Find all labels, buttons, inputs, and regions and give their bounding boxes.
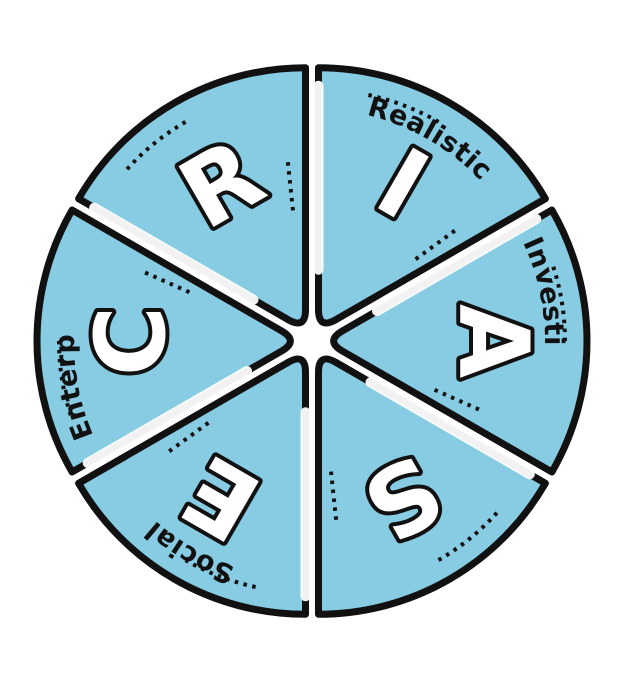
segment-shape <box>33 206 294 476</box>
segment-highlight <box>82 366 252 468</box>
segment-social: S <box>315 355 549 618</box>
segment-dots <box>367 93 440 124</box>
segment-realistic: R <box>75 64 309 327</box>
segment-shape <box>315 355 549 618</box>
segment-letter: A <box>437 304 549 378</box>
segment-dots <box>125 120 187 171</box>
segment-shape <box>330 206 591 476</box>
segment-dots <box>551 266 568 342</box>
segment-highlight <box>89 202 259 305</box>
segment-dots <box>437 511 499 562</box>
segment-dots <box>56 340 73 416</box>
segment-conventional: C <box>33 206 294 476</box>
segment-highlight <box>365 377 535 480</box>
segment-enterprising: E <box>75 355 311 618</box>
segment-name-conventional: Conventional <box>0 0 10 7</box>
segment-investigative: I <box>313 64 549 327</box>
segment-shape <box>315 64 549 327</box>
segment-shape <box>75 64 309 327</box>
segment-highlight <box>372 214 542 316</box>
segment-name-artistic: Artistic <box>0 0 11 7</box>
segment-shape <box>75 355 309 618</box>
segment-letter: C <box>75 306 187 376</box>
segment-artistic: A <box>330 206 591 476</box>
segment-dots <box>184 558 257 589</box>
